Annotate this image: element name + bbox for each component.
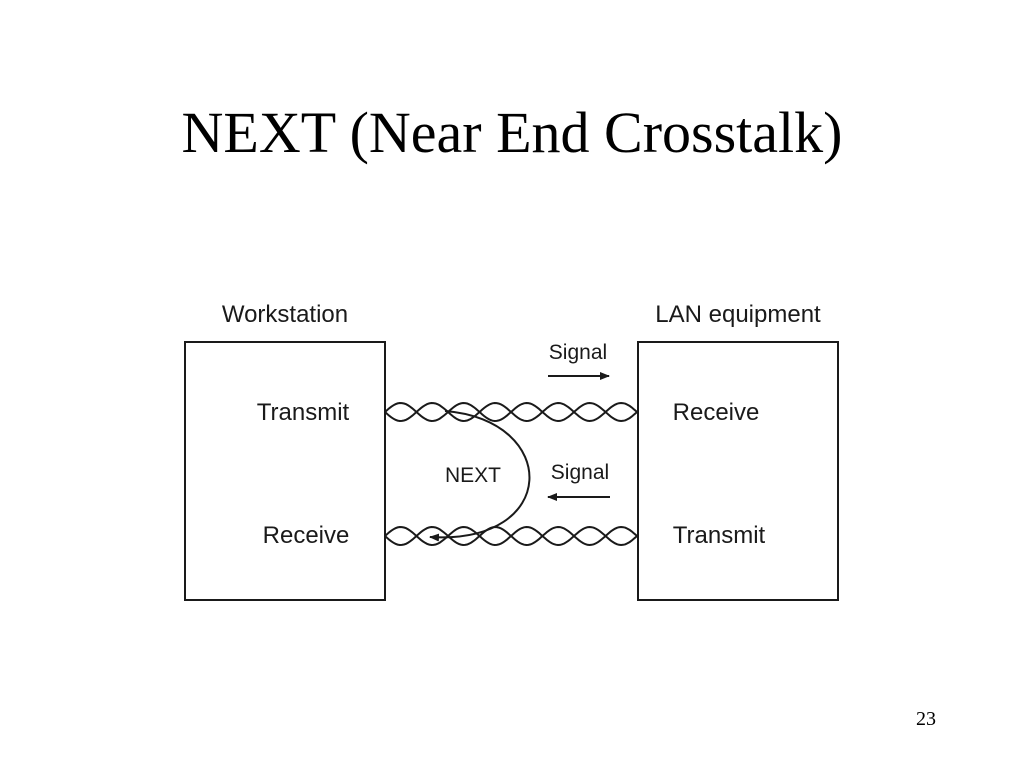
twisted-pair-bottom-wire-b: [384, 525, 639, 547]
next-crosstalk-arrow: [429, 410, 531, 542]
lan-equipment-label: LAN equipment: [655, 301, 821, 328]
lan-equipment-box: [637, 341, 839, 601]
twisted-pair-bottom: [384, 525, 639, 547]
slide-title: NEXT (Near End Crosstalk): [181, 100, 843, 165]
lan-transmit-label: Transmit: [673, 522, 766, 549]
lan-receive-label: Receive: [673, 399, 760, 426]
workstation-box: [184, 341, 386, 601]
workstation-transmit-label: Transmit: [257, 399, 350, 426]
workstation-label: Workstation: [222, 301, 348, 328]
next-label: NEXT: [445, 464, 501, 487]
signal-bottom-label: Signal: [551, 461, 609, 484]
twisted-pair-top-wire-b: [384, 401, 639, 423]
page-number: 23: [916, 708, 936, 730]
twisted-pair-top: [384, 401, 639, 423]
signal-top-label: Signal: [549, 341, 607, 364]
workstation-receive-label: Receive: [263, 522, 350, 549]
